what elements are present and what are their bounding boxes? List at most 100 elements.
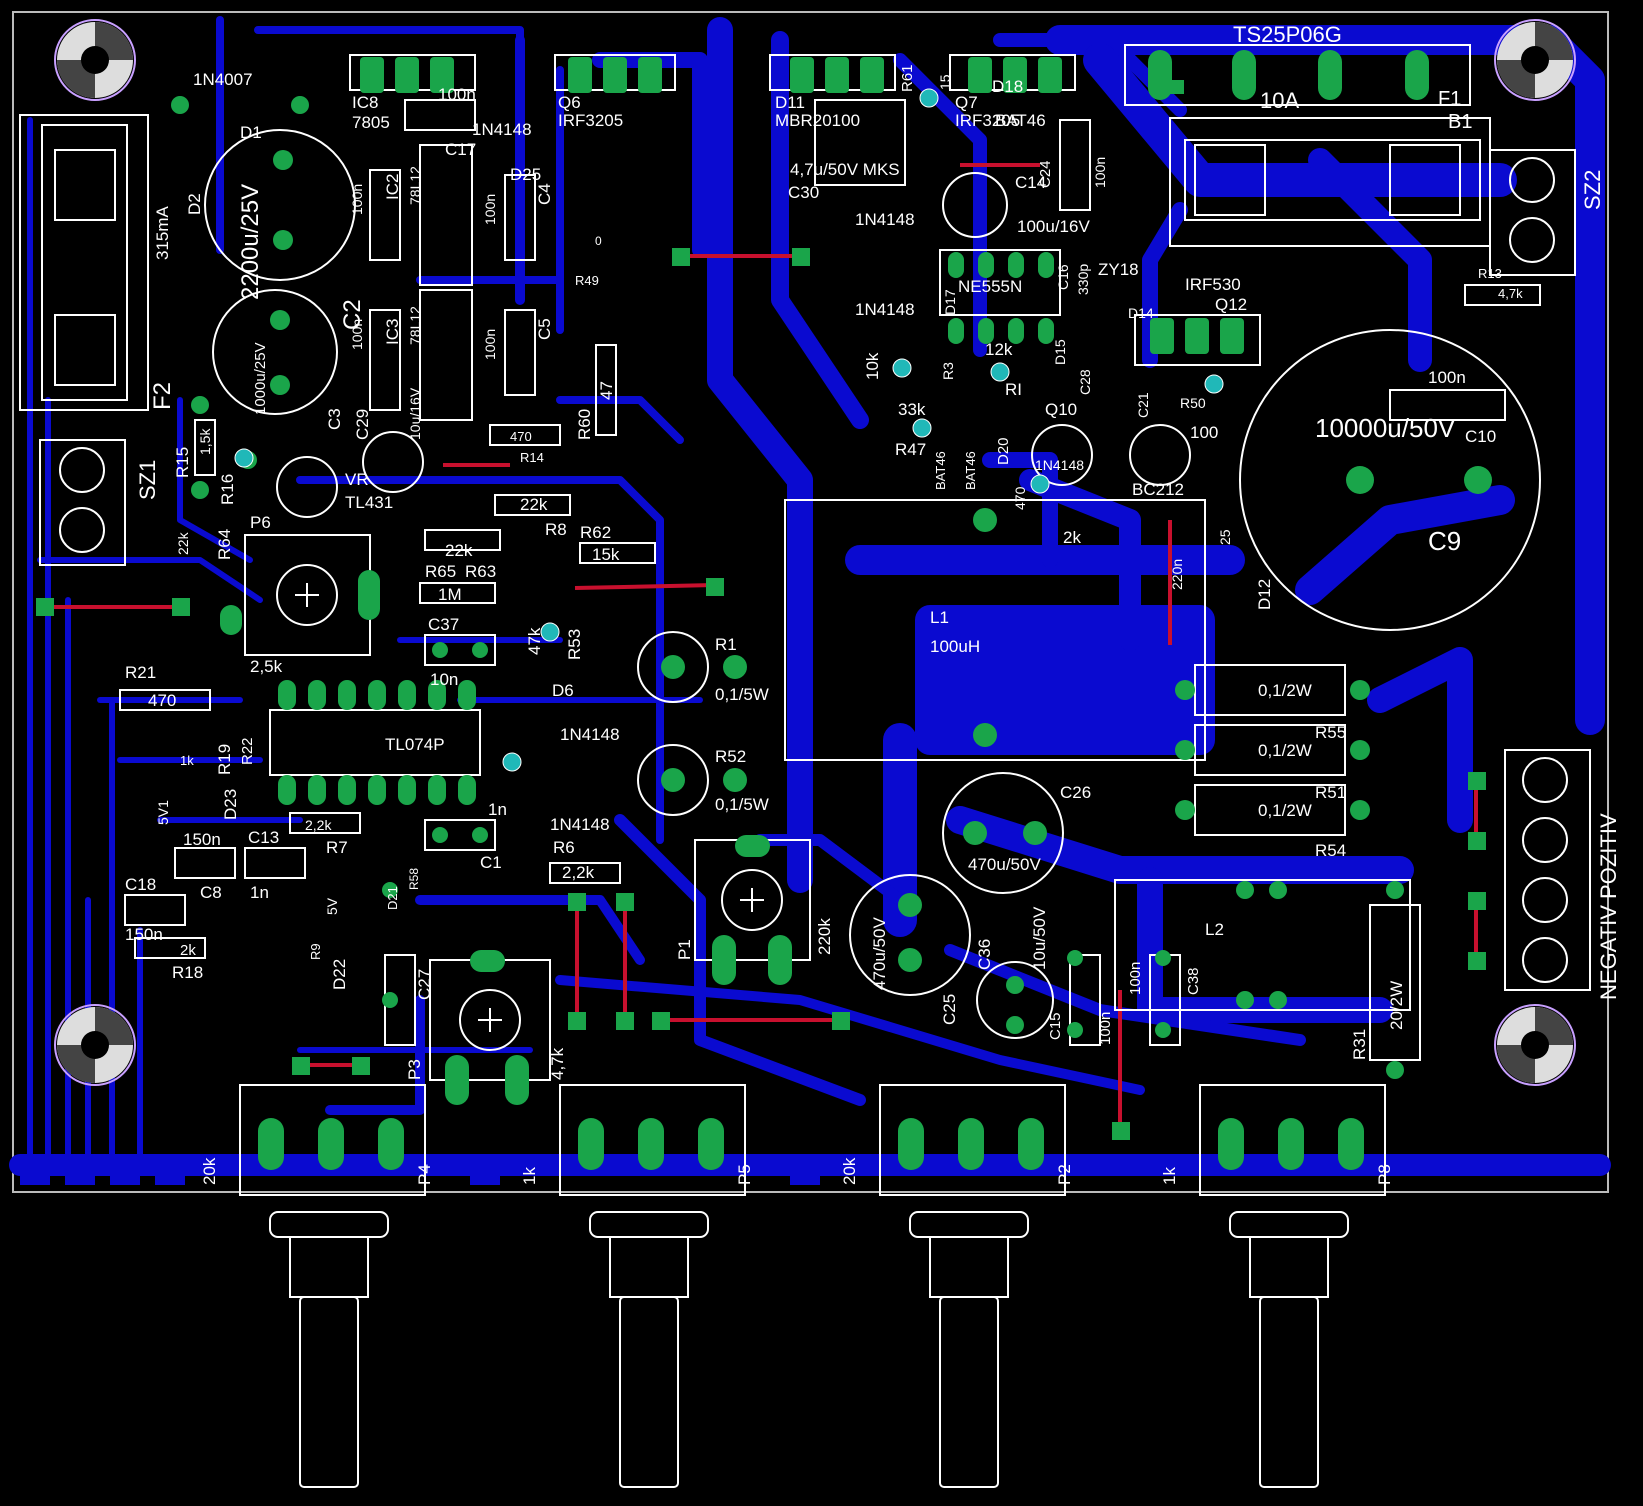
label-r16: R16 (218, 474, 237, 505)
label-r18-val: 2k (180, 942, 196, 959)
label-c3-val: 1000u/25V (252, 342, 269, 415)
label-p3-val: 4,7k (548, 1047, 567, 1080)
label-p3: P3 (405, 1059, 424, 1080)
label-d12: D12 (1255, 579, 1274, 610)
label-f2-val: 315mA (153, 205, 172, 260)
label-q6-val: IRF3205 (558, 111, 623, 130)
label-c13: C13 (248, 828, 279, 847)
label-c18-val: 150n (125, 925, 163, 944)
label-c100n-d: 100n (482, 329, 498, 360)
label-d1-val: 1N4007 (193, 70, 253, 89)
label-vr1: VR (345, 470, 369, 489)
label-r55: R55 (1315, 723, 1346, 742)
label-r31-val: 20/2W (1387, 981, 1406, 1030)
label-d20: D20 (995, 437, 1012, 465)
label-r9-val: 5V (324, 897, 340, 915)
label-c2: C2 (339, 299, 366, 330)
pot-shaft-2 (589, 1211, 709, 1488)
label-d18-val: BAT46 (995, 111, 1046, 130)
label-r47: R47 (895, 440, 926, 459)
label-c15-val: 100n (1097, 1012, 1114, 1045)
label-q12-val: IRF530 (1185, 275, 1241, 294)
label-d23-val: 5V1 (155, 800, 171, 825)
label-c26-val: 470u/50V (968, 855, 1041, 874)
label-r31: R31 (1350, 1029, 1369, 1060)
label-c38: C38 (1185, 967, 1202, 995)
label-c26: C26 (1060, 783, 1091, 802)
label-d2: D2 (185, 193, 204, 215)
label-bat46a: BAT46 (933, 451, 948, 490)
jumper-pads (36, 248, 1486, 1140)
label-r13-val: 4,7k (1498, 286, 1523, 301)
label-p6-val: 2,5k (250, 657, 283, 676)
label-c13-val: 1n (250, 883, 269, 902)
label-c8-val: 150n (183, 830, 221, 849)
label-r1: R1 (715, 635, 737, 654)
label-c100n-b: 100n (482, 194, 498, 225)
label-d1: D1 (240, 123, 262, 142)
label-r6: R6 (553, 838, 575, 857)
pot-shaft-4 (1229, 1211, 1349, 1488)
label-d21: D21 (385, 886, 400, 910)
label-c5: C5 (535, 318, 554, 340)
label-r100: 100 (1190, 423, 1218, 442)
label-sz2: SZ2 (1580, 170, 1605, 210)
label-c38-val: 100n (1127, 962, 1144, 995)
label-r58: R58 (407, 868, 421, 890)
label-c14: C14 (1015, 173, 1046, 192)
label-sz1: SZ1 (135, 460, 160, 500)
label-r50: R50 (1180, 395, 1206, 411)
label-p1-val: 220k (815, 918, 834, 955)
label-r53: R53 (565, 629, 584, 660)
label-r12k: 12k (985, 340, 1013, 359)
mounting-hole-br (1494, 1004, 1576, 1086)
label-r52-val: 0,1/5W (715, 795, 769, 814)
label-r54-val: 0,1/2W (1258, 801, 1312, 820)
label-b1-part: TS25P06G (1233, 22, 1342, 47)
label-r220n: 220n (1169, 559, 1185, 590)
label-c8: C8 (200, 883, 222, 902)
label-c15: C15 (1047, 1012, 1064, 1040)
label-c28: C28 (1077, 369, 1093, 395)
label-d15: D15 (1052, 339, 1068, 365)
label-r2k: 2k (1063, 528, 1081, 547)
label-c36: C36 (975, 939, 994, 970)
label-r8-val: 22k (520, 495, 548, 514)
label-ic8-val: 7805 (352, 113, 390, 132)
label-q7-val: IRF3205 (955, 111, 1020, 130)
label-r7-val: 2,2k (305, 817, 332, 833)
label-r15-val: 1,5k (197, 428, 213, 455)
label-d14: D14 (1128, 305, 1154, 321)
mounting-hole-bl (54, 1004, 136, 1086)
label-r8: R8 (545, 520, 567, 539)
label-r62-val: 15k (592, 545, 620, 564)
label-c30: C30 (788, 183, 819, 202)
label-d11: D11 (775, 93, 805, 112)
label-c14-val: 100u/16V (1017, 217, 1090, 236)
label-r61-val: 15 (937, 74, 953, 90)
label-r9: R9 (308, 943, 323, 960)
mounting-holes (54, 19, 1576, 1086)
label-rl: RI (1005, 380, 1022, 399)
label-r13: R13 (1478, 266, 1502, 281)
label-r49-val: 0 (595, 234, 602, 248)
label-q6: Q6 (558, 93, 581, 112)
label-r65: R65 (425, 562, 456, 581)
label-vr1-val: TL431 (345, 493, 393, 512)
pads (220, 50, 1429, 1170)
label-r65-val: 22k (445, 541, 473, 560)
label-r22: R22 (239, 737, 256, 765)
label-p1: P1 (675, 939, 694, 960)
label-r51: R51 (1315, 783, 1346, 802)
label-c24: C24 (1037, 160, 1054, 188)
label-ic-tl074: TL074P (385, 735, 445, 754)
label-c2-val: 2200u/25V (237, 184, 264, 300)
label-r53-val: 47k (525, 627, 544, 655)
label-r49: R49 (575, 273, 599, 288)
label-r61: R61 (899, 64, 916, 92)
label-c4: C4 (535, 183, 554, 205)
silkscreen-outlines (19, 44, 1591, 1488)
label-d25-val: 1N4148 (472, 120, 532, 139)
label-c36-val: 10u/50V (1030, 906, 1049, 970)
label-c30-val: 4,7u/50V MKS (790, 160, 900, 179)
